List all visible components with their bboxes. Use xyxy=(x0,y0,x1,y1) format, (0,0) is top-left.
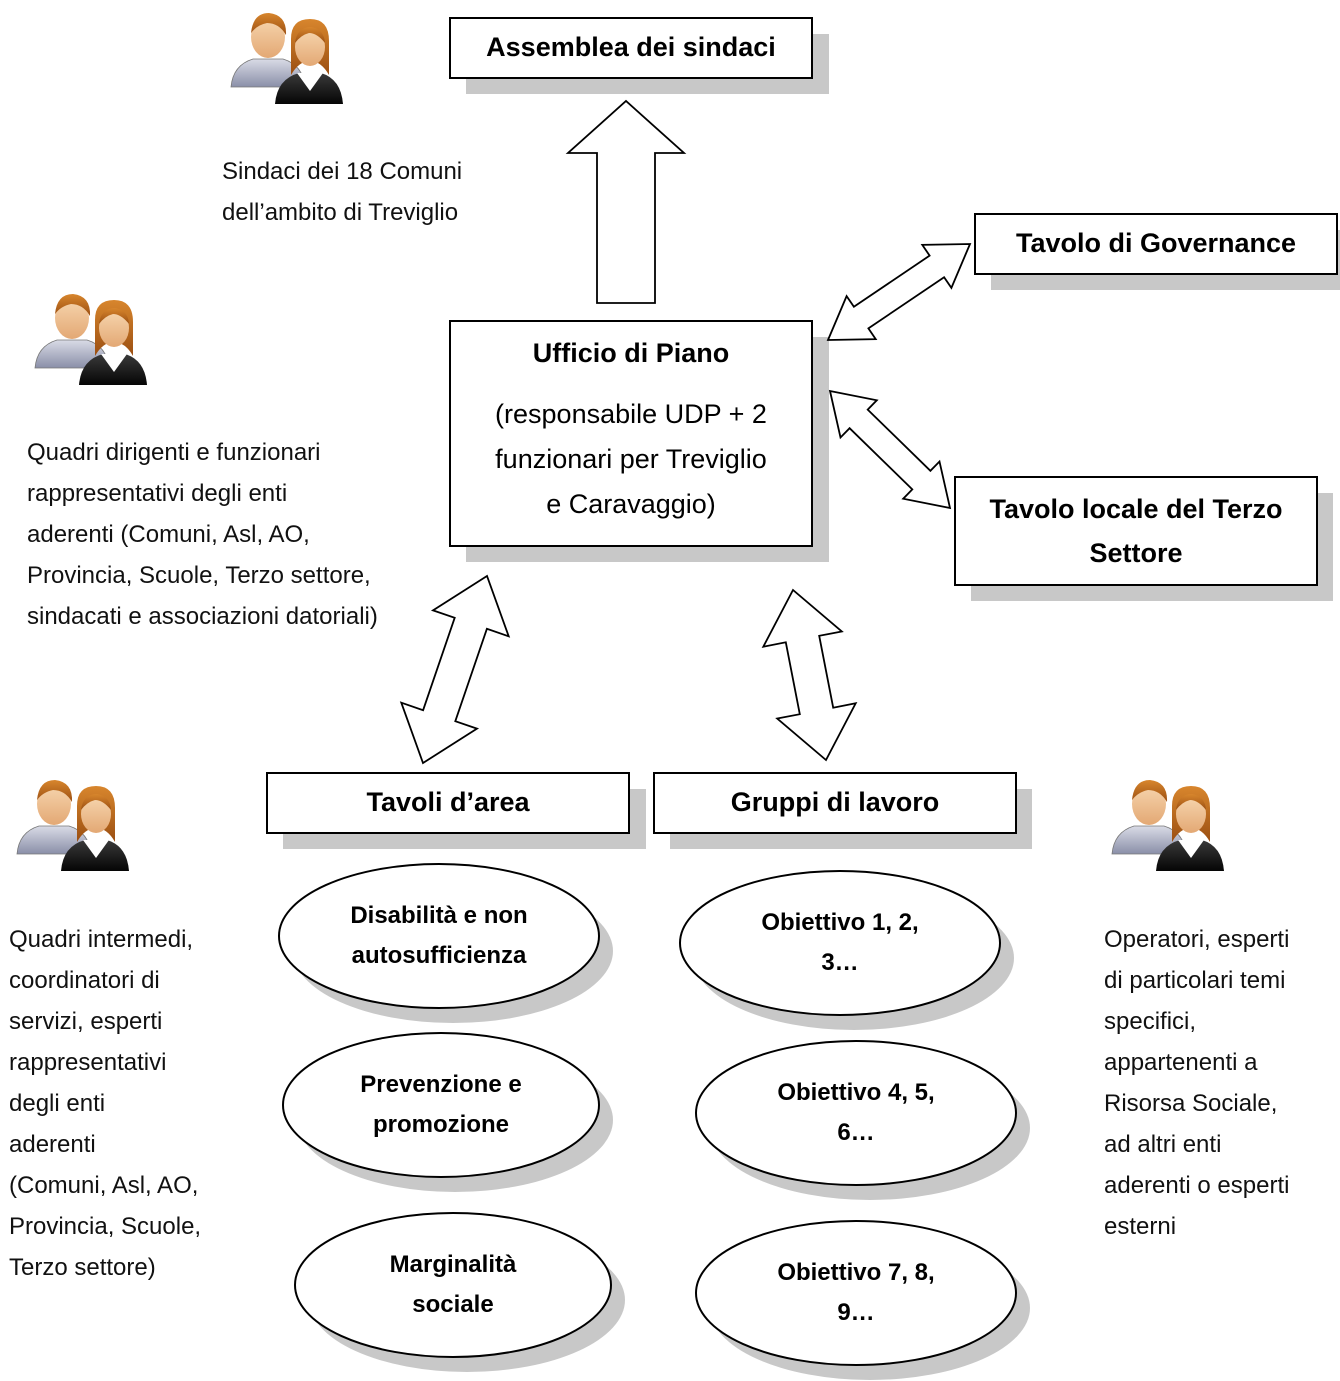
objective-line: 3… xyxy=(821,949,859,976)
area-ellipse xyxy=(282,1032,600,1178)
objective-line: Obiettivo 7, 8, xyxy=(777,1259,935,1287)
desc-line: ad altri enti xyxy=(1104,1131,1222,1158)
ufficio-sub-line: funzionari per Treviglio xyxy=(495,444,767,474)
desc-line: aderenti (Comuni, Asl, AO, xyxy=(27,521,310,548)
objective-line: 6… xyxy=(837,1119,875,1146)
desc-line: coordinatori di xyxy=(9,967,160,994)
people-icon xyxy=(34,294,147,385)
ufficio-box xyxy=(449,320,813,547)
governance-label: Tavolo di Governance xyxy=(1015,228,1297,259)
ufficio-sub-line: e Caravaggio) xyxy=(546,489,716,519)
gruppi-box xyxy=(653,772,1017,834)
objective-ellipse xyxy=(679,870,1001,1016)
desc-line: rappresentativi xyxy=(9,1049,167,1076)
people-icon xyxy=(230,13,343,104)
desc-line: dell’ambito di Treviglio xyxy=(222,199,459,226)
tavoli-arrow xyxy=(399,574,511,765)
assemblea-label: Assemblea dei sindaci xyxy=(486,32,776,63)
tavoli-box xyxy=(266,772,630,834)
desc-line: esterni xyxy=(1104,1213,1177,1240)
desc-line: Operatori, esperti xyxy=(1104,926,1290,953)
gruppi-lavoro-label: Gruppi di lavoro xyxy=(730,787,940,818)
desc-line: sindacati e associazioni datoriali) xyxy=(27,603,378,630)
terzo-line: Settore xyxy=(1089,538,1183,568)
objective-ellipse xyxy=(695,1040,1017,1186)
desc-line: Risorsa Sociale, xyxy=(1104,1090,1278,1117)
objective-ellipse xyxy=(695,1220,1017,1366)
desc-line: Terzo settore) xyxy=(9,1254,156,1281)
ufficio-subtitle: (responsabile UDP + 2 funzionari per Tre… xyxy=(450,392,812,527)
governance-box xyxy=(974,213,1338,275)
terzo-line: Tavolo locale del Terzo xyxy=(989,494,1283,524)
desc-line: Provincia, Scuole, Terzo settore, xyxy=(27,562,371,589)
tavoli-area-label: Tavoli d’area xyxy=(366,787,530,818)
area-line: autosufficienza xyxy=(351,942,527,969)
desc-line: appartenenti a xyxy=(1104,1049,1258,1076)
objective-label: Obiettivo 4, 5, 6… xyxy=(696,1041,1016,1185)
ufficio-content: Ufficio di Piano (responsabile UDP + 2 f… xyxy=(450,321,812,546)
desc-line: di particolari temi xyxy=(1104,967,1286,994)
desc-operatori: Operatori, esperti di particolari temi s… xyxy=(1104,919,1289,1247)
desc-line: (Comuni, Asl, AO, xyxy=(9,1172,199,1199)
up-arrow xyxy=(565,99,687,304)
desc-line: Provincia, Scuole, xyxy=(9,1213,202,1240)
area-ellipse xyxy=(278,863,600,1009)
governance-arrow xyxy=(826,243,972,341)
people-icon xyxy=(1111,780,1224,871)
terzo-label: Tavolo locale del Terzo Settore xyxy=(955,477,1317,585)
desc-sindaci: Sindaci dei 18 Comuni dell’ambito di Tre… xyxy=(222,151,462,233)
people-icon xyxy=(16,780,129,871)
ufficio-title: Ufficio di Piano xyxy=(532,338,730,368)
terzo-arrow xyxy=(828,389,952,510)
gruppi-arrow xyxy=(761,588,858,762)
desc-line: specifici, xyxy=(1104,1008,1197,1035)
desc-line: servizi, esperti xyxy=(9,1008,163,1035)
assemblea-box xyxy=(449,17,813,79)
area-label: Disabilità e non autosufficienza xyxy=(279,864,599,1008)
desc-line: rappresentativi degli enti xyxy=(27,480,288,507)
area-label: Marginalità sociale xyxy=(295,1213,611,1357)
objective-label: Obiettivo 7, 8, 9… xyxy=(696,1221,1016,1365)
objective-line: Obiettivo 1, 2, xyxy=(761,909,919,937)
area-line: Disabilità e non xyxy=(350,902,528,930)
area-ellipse xyxy=(294,1212,612,1358)
area-line: Prevenzione e xyxy=(360,1071,522,1099)
ufficio-sub-line: (responsabile UDP + 2 xyxy=(495,399,767,429)
desc-line: Sindaci dei 18 Comuni xyxy=(222,158,463,185)
desc-quadri-intermedi: Quadri intermedi, coordinatori di serviz… xyxy=(9,919,201,1288)
area-line: sociale xyxy=(412,1291,494,1318)
terzo-box xyxy=(954,476,1318,586)
desc-quadri-dirigenti: Quadri dirigenti e funzionari rappresent… xyxy=(27,432,378,637)
objective-line: 9… xyxy=(837,1299,875,1326)
desc-line: Quadri dirigenti e funzionari xyxy=(27,439,321,466)
objective-label: Obiettivo 1, 2, 3… xyxy=(680,871,1000,1015)
area-label: Prevenzione e promozione xyxy=(283,1033,599,1177)
desc-line: degli enti xyxy=(9,1090,106,1117)
area-line: promozione xyxy=(373,1111,509,1138)
desc-line: Quadri intermedi, xyxy=(9,926,194,953)
desc-line: aderenti xyxy=(9,1131,96,1158)
objective-line: Obiettivo 4, 5, xyxy=(777,1079,935,1107)
area-line: Marginalità xyxy=(389,1251,517,1279)
desc-line: aderenti o esperti xyxy=(1104,1172,1290,1199)
